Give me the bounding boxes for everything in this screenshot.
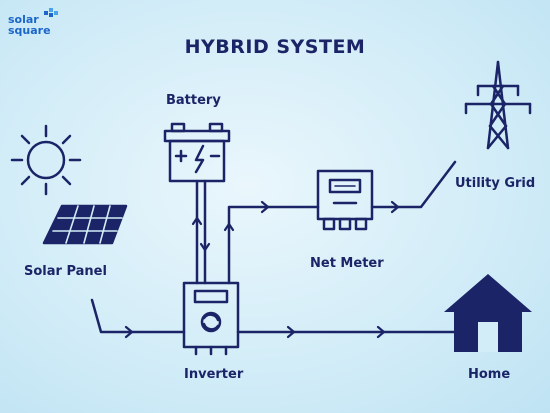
inverter-icon bbox=[182, 281, 240, 356]
logo-text-square: square bbox=[8, 24, 51, 37]
connection-lines bbox=[90, 160, 457, 334]
battery-icon bbox=[163, 122, 231, 183]
utility-grid-label: Utility Grid bbox=[455, 176, 536, 191]
sun-icon bbox=[10, 124, 82, 196]
flow-arrows bbox=[124, 200, 400, 339]
transmission-tower-icon bbox=[464, 60, 532, 150]
solar-panel-icon bbox=[42, 204, 128, 245]
logo-mark-icon bbox=[44, 8, 58, 17]
home-icon bbox=[444, 274, 532, 352]
battery-label: Battery bbox=[166, 93, 221, 108]
brand-logo: solar square bbox=[8, 8, 58, 37]
net-meter-label: Net Meter bbox=[310, 256, 384, 271]
solar-panel-label: Solar Panel bbox=[24, 264, 107, 279]
net-meter-icon bbox=[316, 169, 374, 231]
inverter-label: Inverter bbox=[184, 367, 244, 382]
home-label: Home bbox=[468, 367, 511, 382]
logo-text-solar: solar bbox=[8, 13, 39, 26]
diagram-title: HYBRID SYSTEM bbox=[184, 36, 366, 58]
